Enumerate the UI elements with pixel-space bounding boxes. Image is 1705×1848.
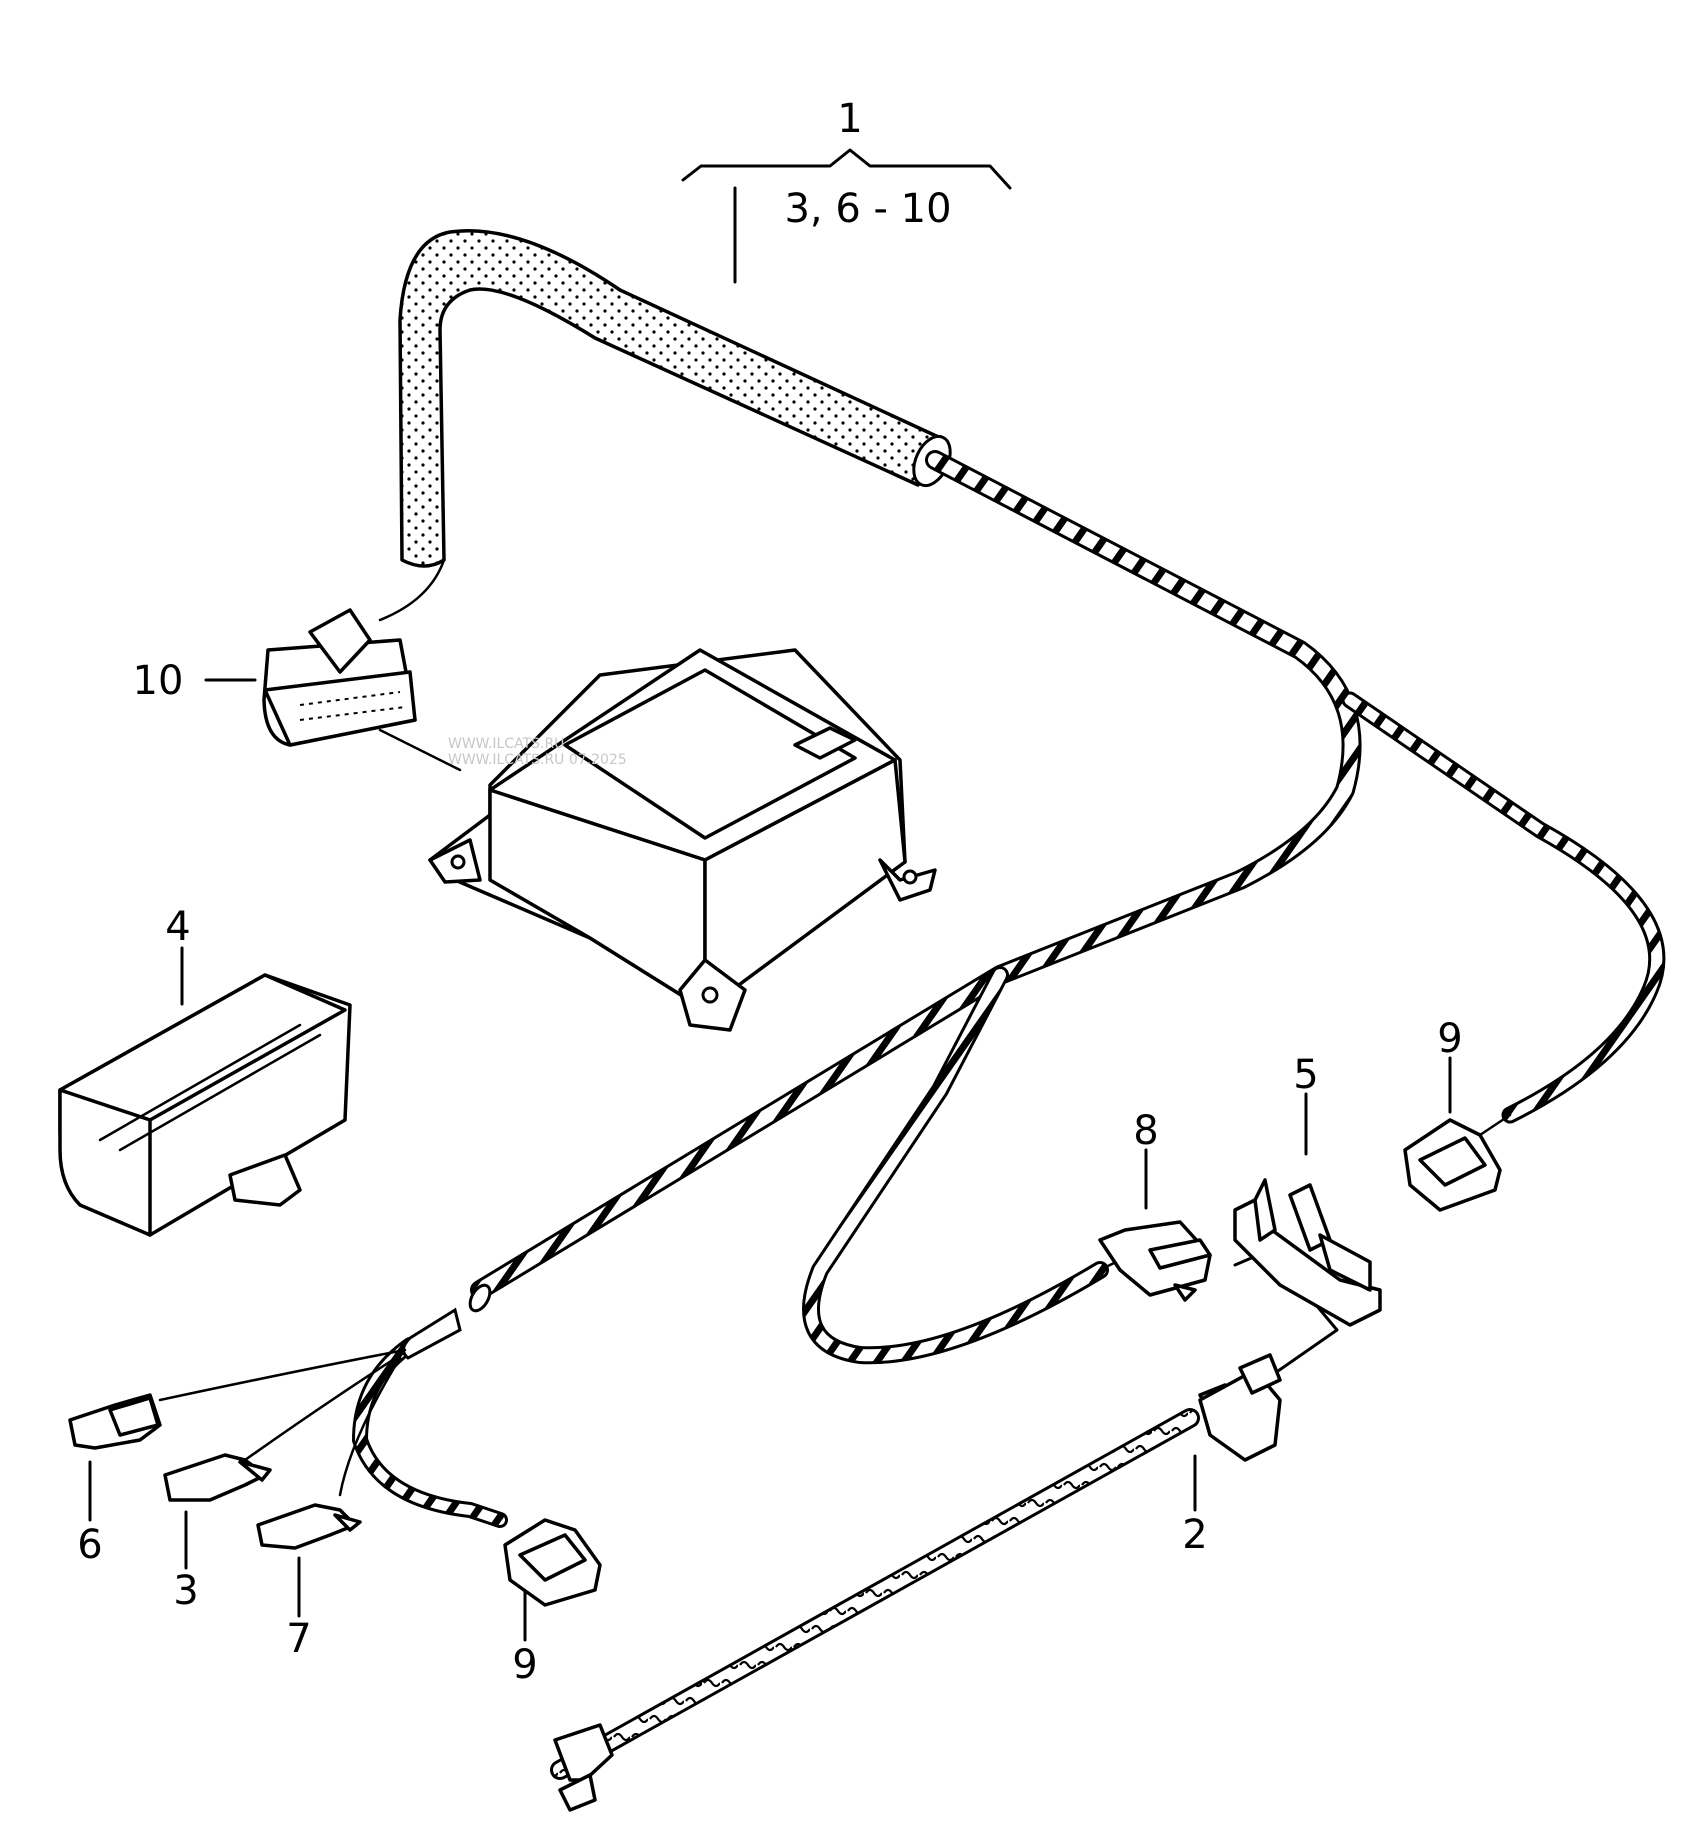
- callout-9-upper: 9: [1437, 1016, 1462, 1062]
- callout-8: 8: [1133, 1108, 1158, 1154]
- callout-1-range: 3, 6 - 10: [784, 186, 951, 232]
- branch-wires: [158, 1113, 1512, 1497]
- callout-4: 4: [165, 904, 190, 950]
- callout-labels: 1 3, 6 - 10 2 3 4 5 6 7 8 9 9 10: [77, 96, 1462, 1688]
- connector-9-upper: [1403, 1118, 1502, 1212]
- connector-housing-4: [58, 973, 352, 1237]
- protective-sleeve: [398, 228, 952, 568]
- connector-8: [1098, 1220, 1212, 1302]
- svg-text:WWW.ILCATS.RU 07.2025: WWW.ILCATS.RU 07.2025: [448, 752, 627, 768]
- control-unit: [428, 648, 937, 1032]
- callout-6: 6: [77, 1522, 102, 1568]
- harness-splice: [402, 1283, 492, 1360]
- connector-10: [262, 558, 462, 772]
- callout-9-lower: 9: [512, 1642, 537, 1688]
- callout-1: 1: [837, 96, 862, 142]
- callout-7: 7: [286, 1616, 311, 1662]
- connector-6: [68, 1393, 162, 1450]
- callout-10: 10: [133, 658, 184, 704]
- watermark: WWW.ILCATS.RU WWW.ILCATS.RU 07.2025: [448, 736, 627, 768]
- bracket-5: [1233, 1178, 1382, 1327]
- callout-2: 2: [1182, 1512, 1207, 1558]
- striped-harness: [352, 450, 1666, 1528]
- connector-3: [163, 1453, 272, 1502]
- callout-5: 5: [1293, 1052, 1318, 1098]
- connector-9-lower: [503, 1518, 602, 1607]
- connector-7: [256, 1503, 362, 1550]
- svg-text:WWW.ILCATS.RU: WWW.ILCATS.RU: [448, 736, 564, 752]
- callout-3: 3: [173, 1568, 198, 1614]
- harness-2: [550, 1353, 1282, 1812]
